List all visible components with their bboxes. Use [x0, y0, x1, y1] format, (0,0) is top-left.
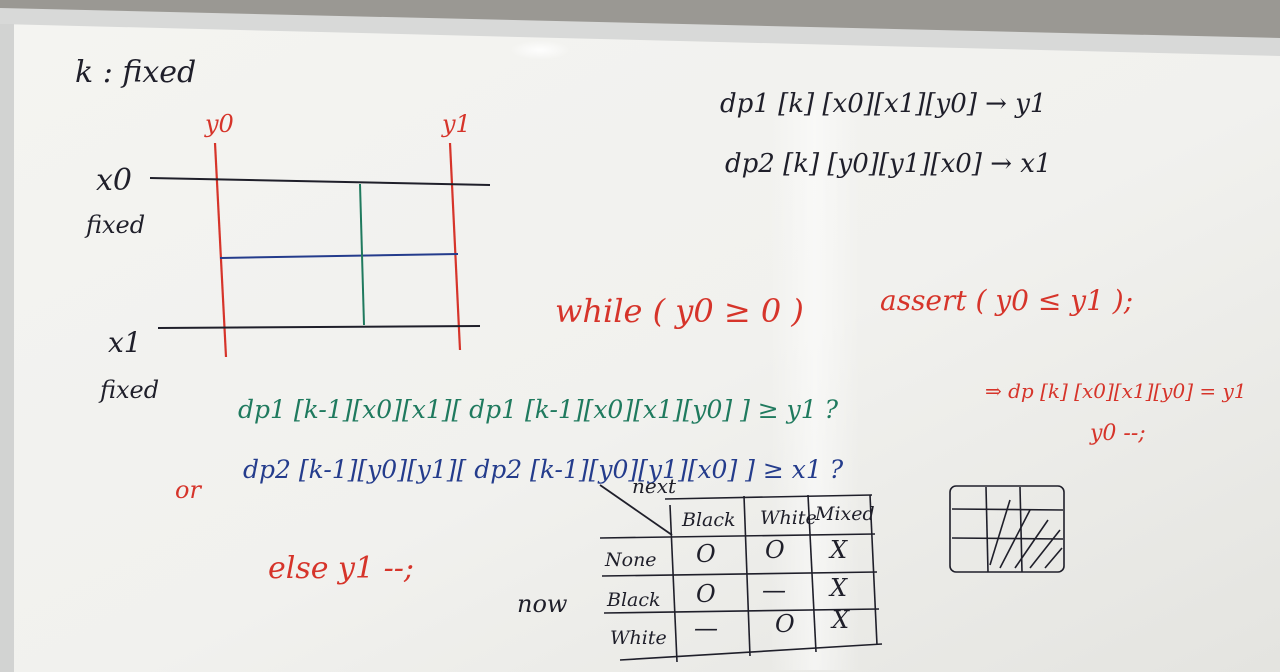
- then-assignment: ⇒ dp [k] [x0][x1][y0] = y1: [985, 379, 1247, 403]
- table-corner-next: next: [632, 474, 677, 498]
- table-col-white: White: [760, 507, 817, 529]
- assert-statement: assert ( y0 ≤ y1 );: [880, 284, 1133, 317]
- x1-fixed-note: fixed: [98, 376, 159, 404]
- transition-table: next Black White Mixed None Black White …: [599, 474, 883, 663]
- x1-line: [157, 325, 481, 329]
- table-col-black: Black: [681, 509, 736, 531]
- x0-fixed-note: fixed: [84, 211, 145, 239]
- x0-label: x0: [96, 163, 132, 198]
- now-label: now: [517, 590, 568, 618]
- table-cell: O: [775, 610, 795, 638]
- condition-dp2: dp2 [k-1][y0][y1][ dp2 [k-1][y0][y1][x0]…: [243, 455, 844, 484]
- k-fixed-note: k : fixed: [75, 55, 196, 90]
- hatched-grid-sketch: [949, 485, 1065, 573]
- y1-label: y1: [441, 110, 471, 138]
- x0-line: [149, 177, 491, 186]
- y0-label: y0: [204, 110, 234, 138]
- table-cell: X: [830, 606, 850, 634]
- table-row-white: White: [610, 627, 667, 649]
- grid-diagram: y0 y1 x0 fixed x1 fixed: [84, 110, 491, 404]
- table-row-black: Black: [606, 589, 661, 611]
- table-col-mixed: Mixed: [814, 503, 875, 525]
- table-cell: —: [694, 614, 718, 642]
- else-statement: else y1 --;: [268, 551, 414, 586]
- y1-line: [448, 142, 462, 351]
- table-cell: O: [696, 580, 716, 608]
- middle-horizontal-line: [219, 253, 459, 259]
- table-cell: O: [765, 536, 785, 564]
- table-cell: O: [696, 540, 716, 568]
- table-cell: X: [828, 574, 848, 602]
- while-statement: while ( y0 ≥ 0 ): [555, 292, 804, 330]
- dp1-definition: dp1 [k] [x0][x1][y0] → y1: [720, 89, 1046, 119]
- table-row-none: None: [604, 549, 657, 571]
- table-cell: X: [828, 536, 848, 564]
- or-label: or: [175, 476, 202, 504]
- middle-vertical-line: [359, 183, 365, 326]
- table-cell: —: [762, 576, 786, 604]
- x1-label: x1: [108, 326, 142, 359]
- dp2-definition: dp2 [k] [y0][y1][x0] → x1: [725, 149, 1051, 179]
- then-decrement: y0 --;: [1089, 421, 1146, 446]
- condition-dp1: dp1 [k-1][x0][x1][ dp1 [k-1][x0][x1][y0]…: [238, 395, 839, 424]
